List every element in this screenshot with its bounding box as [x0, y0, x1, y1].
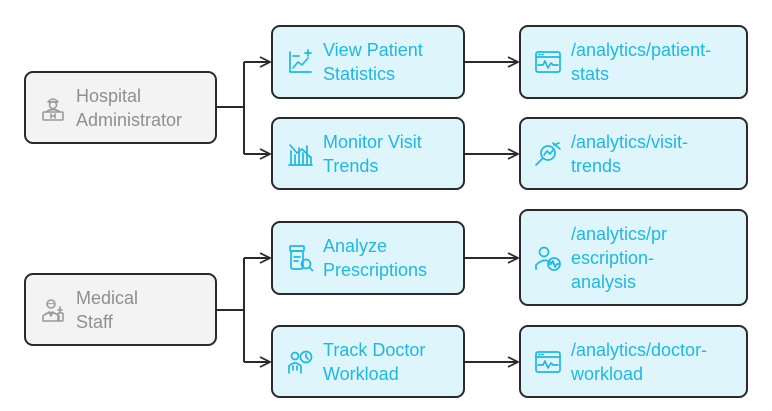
actor-hospital-administrator[interactable]: Hospital Administrator	[24, 71, 217, 144]
trend-bars-icon	[283, 139, 317, 169]
endpoint-label: /analytics/pr escription- analysis	[571, 223, 668, 292]
action-analyze-prescriptions[interactable]: Analyze Prescriptions	[271, 221, 465, 295]
action-track-doctor-workload[interactable]: Track Doctor Workload	[271, 325, 465, 398]
actor-medical-staff[interactable]: Medical Staff	[24, 273, 217, 346]
endpoint-doctor-workload[interactable]: /analytics/doctor- workload	[519, 325, 748, 398]
endpoint-visit-trends[interactable]: /analytics/visit- trends	[519, 117, 748, 190]
actor-label: Medical Staff	[76, 287, 139, 332]
action-label: Track Doctor Workload	[323, 339, 426, 384]
action-label: Monitor Visit Trends	[323, 131, 422, 176]
endpoint-prescription-analysis[interactable]: /analytics/pr escription- analysis	[519, 209, 748, 306]
administrator-icon	[36, 93, 70, 123]
endpoint-label: /analytics/visit- trends	[571, 131, 689, 176]
connector-staff-bracket	[216, 258, 245, 362]
endpoint-patient-stats[interactable]: /analytics/patient- stats	[519, 25, 748, 99]
doctor-clock-icon	[283, 347, 317, 377]
connector-admin-bracket	[216, 62, 245, 154]
endpoint-label: /analytics/patient- stats	[571, 40, 712, 84]
action-view-patient-statistics[interactable]: View Patient Statistics	[271, 25, 465, 99]
browser-pulse-icon	[531, 47, 565, 77]
magnifier-trend-icon	[531, 139, 565, 169]
pill-bottle-search-icon	[283, 243, 317, 273]
medical-staff-icon	[36, 295, 70, 325]
action-label: View Patient Statistics	[323, 40, 423, 84]
endpoint-label: /analytics/doctor- workload	[571, 339, 708, 384]
actor-label: Hospital Administrator	[76, 85, 183, 130]
action-monitor-visit-trends[interactable]: Monitor Visit Trends	[271, 117, 465, 190]
browser-pulse-icon	[531, 347, 565, 377]
user-pulse-icon	[531, 243, 565, 273]
chart-plus-icon	[283, 47, 317, 77]
action-label: Analyze Prescriptions	[323, 236, 428, 280]
